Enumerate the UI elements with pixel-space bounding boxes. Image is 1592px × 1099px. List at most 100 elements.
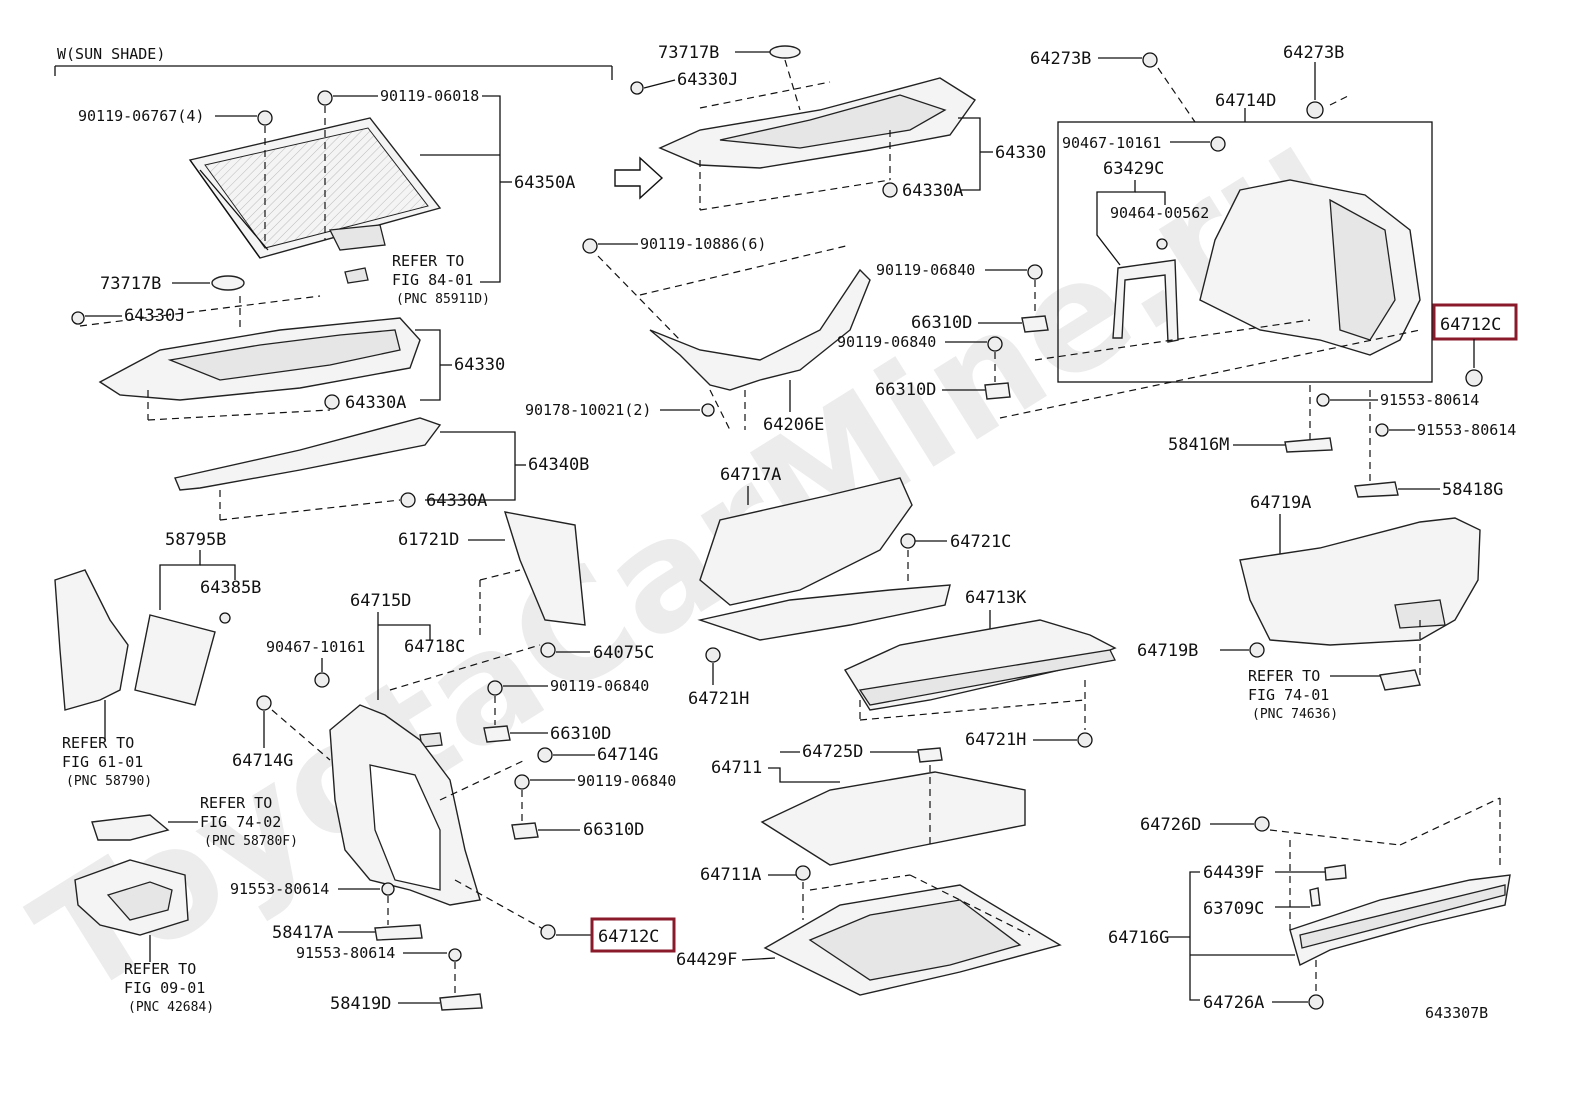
bolt-90119-10886 [582, 238, 598, 254]
label-63709C: 63709C [1203, 899, 1264, 919]
part-74636-lamp [1379, 669, 1421, 691]
refer-fig-74-02-line2: FIG 74-02 [200, 813, 281, 831]
watermark: ToyotaCarMine.ru [7, 93, 1364, 1031]
label-64711: 64711 [711, 758, 762, 778]
figure-code: 643307B [1425, 1004, 1488, 1022]
label-66310D-d: 66310D [583, 820, 644, 840]
label-90119-10886: 90119-10886(6) [640, 235, 766, 253]
clip-64721C [900, 533, 916, 549]
clip-64330A-top [882, 182, 898, 198]
label-64716G: 64716G [1108, 928, 1169, 948]
bolt-90119-06840-b [987, 336, 1003, 352]
bolt-91553-80614-b [1375, 423, 1389, 437]
label-90119-06767: 90119-06767(4) [78, 107, 204, 125]
part-64206E [597, 244, 871, 431]
clip-73717B-top [769, 45, 801, 59]
clip-64385B [219, 612, 231, 624]
part-64717A [699, 477, 913, 606]
label-64429F: 64429F [676, 950, 737, 970]
section-note: W(SUN SHADE) [57, 45, 165, 63]
refer-fig-09-01-line3: (PNC 42684) [128, 1000, 214, 1015]
clip-64712C-bottom [540, 924, 556, 940]
bolt-90119-06840-d [514, 774, 530, 790]
label-64330J-left: 64330J [124, 306, 185, 326]
label-64330A-left-b: 64330A [426, 491, 487, 511]
label-90119-06840-c: 90119-06840 [550, 677, 649, 695]
part-64717A-lower [697, 584, 951, 641]
clip-64726A [1308, 994, 1324, 1010]
label-64439F: 64439F [1203, 863, 1264, 883]
clip-64719B [1249, 642, 1265, 658]
label-64273B-b: 64273B [1283, 43, 1344, 63]
label-64385B: 64385B [200, 578, 261, 598]
label-64718C: 64718C [404, 637, 465, 657]
label-64714G-a: 64714G [232, 751, 293, 771]
clip-90467-10161-a [1210, 136, 1226, 152]
label-90467-10161-b: 90467-10161 [266, 638, 365, 656]
label-64330J-top: 64330J [677, 70, 738, 90]
label-73717B-top: 73717B [658, 43, 719, 63]
bolt-91553-80614-a [1316, 393, 1330, 407]
refer-fig-84-01-line1: REFER TO [392, 252, 464, 270]
label-61721D: 61721D [398, 530, 459, 550]
label-73717B-left: 73717B [100, 274, 161, 294]
arrow-icon [614, 156, 664, 200]
part-63429C [1112, 259, 1179, 343]
label-64350A: 64350A [514, 173, 575, 193]
part-66310D-d [511, 822, 539, 840]
clip-64075C [540, 642, 556, 658]
bolt-91553-80614-c [381, 882, 395, 896]
refer-fig-09-01-line1: REFER TO [124, 960, 196, 978]
refer-fig-09-01-line2: FIG 09-01 [124, 979, 205, 997]
label-64717A: 64717A [720, 465, 781, 485]
bolt-64330J-top [630, 81, 644, 95]
label-64712C-right: 64712C [1440, 315, 1501, 335]
label-64721H-b: 64721H [965, 730, 1026, 750]
label-64330A-top: 64330A [902, 181, 963, 201]
clip-64330A-left-a [324, 394, 340, 410]
refer-fig-61-01-line1: REFER TO [62, 734, 134, 752]
clip-64721H-b [1077, 732, 1093, 748]
label-64714D: 64714D [1215, 91, 1276, 111]
label-64719B: 64719B [1137, 641, 1198, 661]
label-90119-06840-b: 90119-06840 [837, 333, 936, 351]
label-91553-80614-d: 91553-80614 [296, 944, 395, 962]
part-58780F [91, 814, 170, 841]
part-64330-left [79, 295, 421, 421]
bolt-64273B-b [1306, 101, 1324, 119]
part-58417A [374, 924, 423, 941]
label-58419D: 58419D [330, 994, 391, 1014]
label-64721C: 64721C [950, 532, 1011, 552]
label-64330-top: 64330 [995, 143, 1046, 163]
bolt-91553-80614-d [448, 948, 462, 962]
clip-90178-10021 [701, 403, 715, 417]
bolt-90119-06767 [257, 110, 273, 126]
clip-90464-00562 [1156, 238, 1168, 250]
label-66310D-a: 66310D [911, 313, 972, 333]
label-91553-80614-a: 91553-80614 [1380, 391, 1479, 409]
part-64715D [329, 644, 546, 931]
clip-64721H-a [705, 647, 721, 663]
label-58416M: 58416M [1168, 435, 1229, 455]
part-64350A-sunshade [188, 117, 442, 259]
refer-fig-74-01-line3: (PNC 74636) [1252, 707, 1338, 722]
clip-64712C-right [1465, 369, 1483, 387]
part-64439F [1324, 864, 1347, 881]
clip-64726D [1254, 816, 1270, 832]
refer-fig-74-02-line3: (PNC 58780F) [204, 834, 298, 849]
part-63709C [1309, 887, 1321, 907]
label-90119-06840-d: 90119-06840 [577, 772, 676, 790]
label-64330A-left-a: 64330A [345, 393, 406, 413]
bolt-90119-06840-a [1027, 264, 1043, 280]
refer-fig-84-01-line3: (PNC 85911D) [396, 292, 490, 307]
label-64206E: 64206E [763, 415, 824, 435]
refer-fig-61-01-line3: (PNC 58790) [66, 774, 152, 789]
refer-fig-84-01-line2: FIG 84-01 [392, 271, 473, 289]
label-64725D: 64725D [802, 742, 863, 762]
label-64726A: 64726A [1203, 993, 1264, 1013]
label-64330-left: 64330 [454, 355, 505, 375]
label-90119-06840-a: 90119-06840 [876, 261, 975, 279]
part-85911D [344, 267, 369, 284]
label-58417A: 58417A [272, 923, 333, 943]
